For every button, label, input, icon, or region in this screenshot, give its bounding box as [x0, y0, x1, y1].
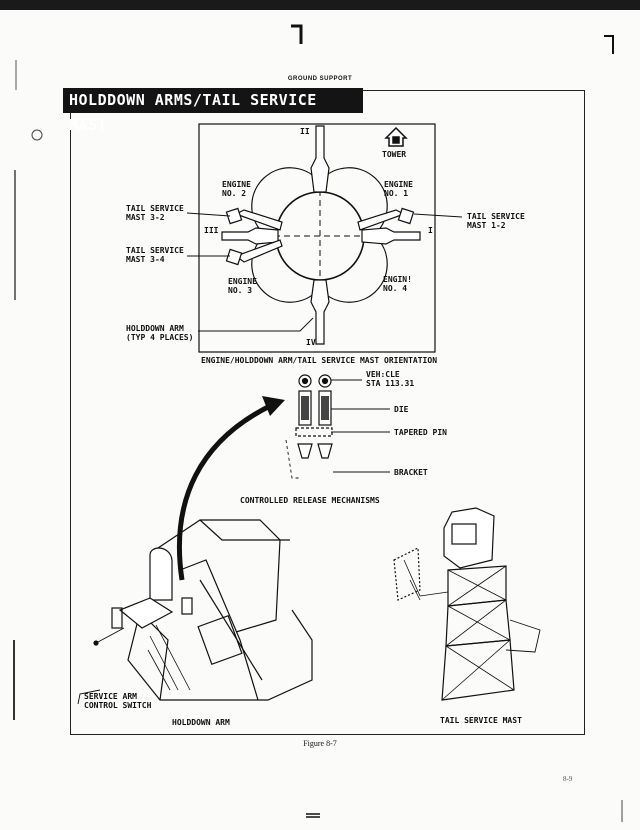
roman-top: II [300, 127, 310, 136]
holddown-arm-drawing [77, 519, 313, 705]
holddown-arms [221, 125, 421, 345]
engine-1-label: ENGINE NO. 1 [384, 180, 413, 198]
orientation-box [198, 123, 436, 353]
tail-service-mast-label: TAIL SERVICE MAST [440, 716, 522, 725]
figure-caption: Figure 8-7 [303, 739, 337, 748]
vehicle-station-label: VEH:CLE STA 113.31 [366, 370, 415, 388]
top-edge-bar [0, 0, 640, 10]
running-header: GROUND SUPPORT [287, 76, 353, 82]
engine-3-label: ENGINE NO. 3 [228, 277, 257, 295]
tsm-3-4-label: TAIL SERVICE MAST 3-4 [126, 246, 184, 264]
callout-arrow [176, 396, 285, 581]
tsm-1-2-label: TAIL SERVICE MAST 1-2 [467, 212, 525, 230]
figure-title: HOLDDOWN ARMS/TAIL SERVICE MAST [63, 88, 363, 134]
orientation-leaders [186, 212, 463, 332]
tower-icon [384, 126, 408, 147]
engine-2-label: ENGINE NO. 2 [222, 180, 251, 198]
tsm-3-2-label: TAIL SERVICE MAST 3-2 [126, 204, 184, 222]
tapered-pin-label: TAPERED PIN [394, 428, 447, 437]
tail-service-masts [225, 207, 415, 266]
roman-left: III [204, 226, 219, 235]
control-switch-label: SERVICE ARM CONTROL SWITCH [84, 692, 152, 710]
tower-label: TOWER [382, 150, 407, 159]
orientation-caption: ENGINE/HOLDDOWN ARM/TAIL SERVICE MAST OR… [201, 356, 438, 365]
holddown-arm-label: HOLDDOWN ARM [172, 718, 230, 727]
release-mechanism [285, 374, 390, 479]
die-label: DIE [394, 405, 409, 414]
page-number: 8-9 [563, 775, 573, 783]
tail-mast-drawing [393, 507, 541, 701]
roman-bottom: IV [306, 338, 316, 347]
roman-right: I [428, 226, 433, 235]
release-caption: CONTROLLED RELEASE MECHANISMS [240, 496, 380, 505]
engine-4-label: ENGIN! NO. 4 [383, 275, 412, 293]
holddown-arm-note: HOLDDOWN ARM (TYP 4 PLACES) [126, 324, 194, 342]
bracket-label: BRACKET [394, 468, 428, 477]
